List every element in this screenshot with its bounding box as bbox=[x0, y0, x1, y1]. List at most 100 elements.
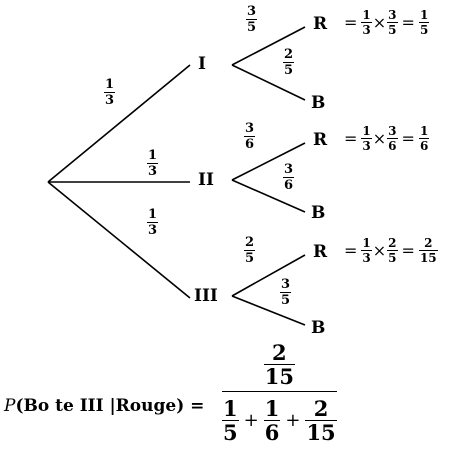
times-sign: × bbox=[372, 129, 387, 148]
den: 3 bbox=[362, 251, 371, 265]
main-fraction-bar bbox=[222, 391, 337, 392]
leaf-I-R: R bbox=[313, 14, 328, 34]
prob-num: 2 bbox=[284, 47, 294, 62]
prob-III-R: 2 5 bbox=[244, 235, 256, 266]
prob-num: 3 bbox=[245, 121, 255, 136]
prob-num: 3 bbox=[281, 277, 291, 292]
leaf-II-R: R bbox=[313, 130, 328, 150]
prob-II-B: 3 6 bbox=[283, 162, 295, 193]
formula-expression: (Bo te III |Rouge) = bbox=[15, 396, 205, 416]
prob-root-I: 1 3 bbox=[104, 77, 116, 108]
branch-I-B bbox=[231, 64, 306, 101]
node-II: II bbox=[198, 170, 214, 190]
prob-den: 3 bbox=[105, 93, 115, 108]
num: 2 bbox=[388, 236, 397, 250]
leaf-III-B: B bbox=[311, 318, 326, 338]
plus-sign: + bbox=[285, 410, 301, 431]
prob-den: 5 bbox=[284, 63, 294, 78]
num: 1 bbox=[223, 396, 238, 421]
prob-num: 3 bbox=[284, 162, 294, 177]
prob-II-R: 3 6 bbox=[244, 121, 256, 152]
prob-I-R: 3 5 bbox=[246, 4, 258, 35]
equals-sign: = bbox=[401, 13, 415, 32]
prob-root-III: 1 3 bbox=[147, 207, 159, 238]
leaf-II-B: B bbox=[311, 203, 326, 223]
prob-num: 1 bbox=[148, 148, 158, 163]
den: 3 bbox=[362, 23, 371, 37]
num: 1 bbox=[419, 124, 429, 138]
plus-sign: + bbox=[243, 410, 259, 431]
den: 15 bbox=[419, 251, 437, 265]
branch-III-R bbox=[231, 254, 306, 297]
node-I: I bbox=[198, 54, 206, 74]
branch-root-III bbox=[47, 181, 191, 299]
den: 15 bbox=[306, 420, 336, 445]
prob-num: 3 bbox=[247, 4, 257, 19]
times-sign: × bbox=[372, 13, 387, 32]
prob-num: 1 bbox=[148, 207, 158, 222]
prob-den: 3 bbox=[148, 223, 158, 238]
prob-den: 3 bbox=[148, 164, 158, 179]
prob-I-B: 2 5 bbox=[283, 47, 295, 78]
equals-sign: = bbox=[344, 13, 358, 32]
prob-den: 6 bbox=[245, 137, 255, 152]
branch-II-B bbox=[231, 179, 306, 213]
branch-root-I bbox=[47, 64, 191, 183]
equals-sign: = bbox=[401, 241, 415, 260]
node-III: III bbox=[194, 286, 218, 306]
equals-sign: = bbox=[344, 241, 358, 260]
prob-den: 5 bbox=[247, 20, 257, 35]
prob-root-II: 1 3 bbox=[147, 148, 159, 179]
branch-II-R bbox=[231, 142, 306, 181]
den: 5 bbox=[419, 23, 429, 37]
num: 1 bbox=[362, 124, 371, 138]
num: 2 bbox=[272, 340, 287, 365]
den: 6 bbox=[264, 420, 280, 445]
den: 5 bbox=[223, 420, 238, 445]
leaf-III-R: R bbox=[313, 242, 328, 262]
num: 3 bbox=[388, 8, 397, 22]
den: 5 bbox=[388, 23, 397, 37]
prob-num: 2 bbox=[245, 235, 255, 250]
num: 3 bbox=[388, 124, 397, 138]
num: 1 bbox=[264, 396, 280, 421]
prob-num: 1 bbox=[105, 77, 115, 92]
equals-sign: = bbox=[401, 129, 415, 148]
leaf-I-B: B bbox=[311, 93, 326, 113]
branch-III-B bbox=[231, 295, 306, 326]
prob-den: 5 bbox=[245, 251, 255, 266]
den: 6 bbox=[419, 139, 429, 153]
den: 15 bbox=[264, 364, 294, 389]
den: 5 bbox=[388, 251, 397, 265]
prob-III-B: 3 5 bbox=[280, 277, 292, 308]
prob-den: 6 bbox=[284, 178, 294, 193]
num: 1 bbox=[362, 8, 371, 22]
prob-den: 5 bbox=[281, 293, 291, 308]
branch-I-R bbox=[231, 26, 306, 66]
formula-p: P bbox=[4, 396, 16, 416]
num: 2 bbox=[313, 396, 329, 421]
den: 6 bbox=[388, 139, 397, 153]
equals-sign: = bbox=[344, 129, 358, 148]
num: 2 bbox=[424, 236, 433, 250]
formula-lhs: P(Bo te III |Rouge) = bbox=[4, 396, 204, 416]
times-sign: × bbox=[372, 241, 387, 260]
